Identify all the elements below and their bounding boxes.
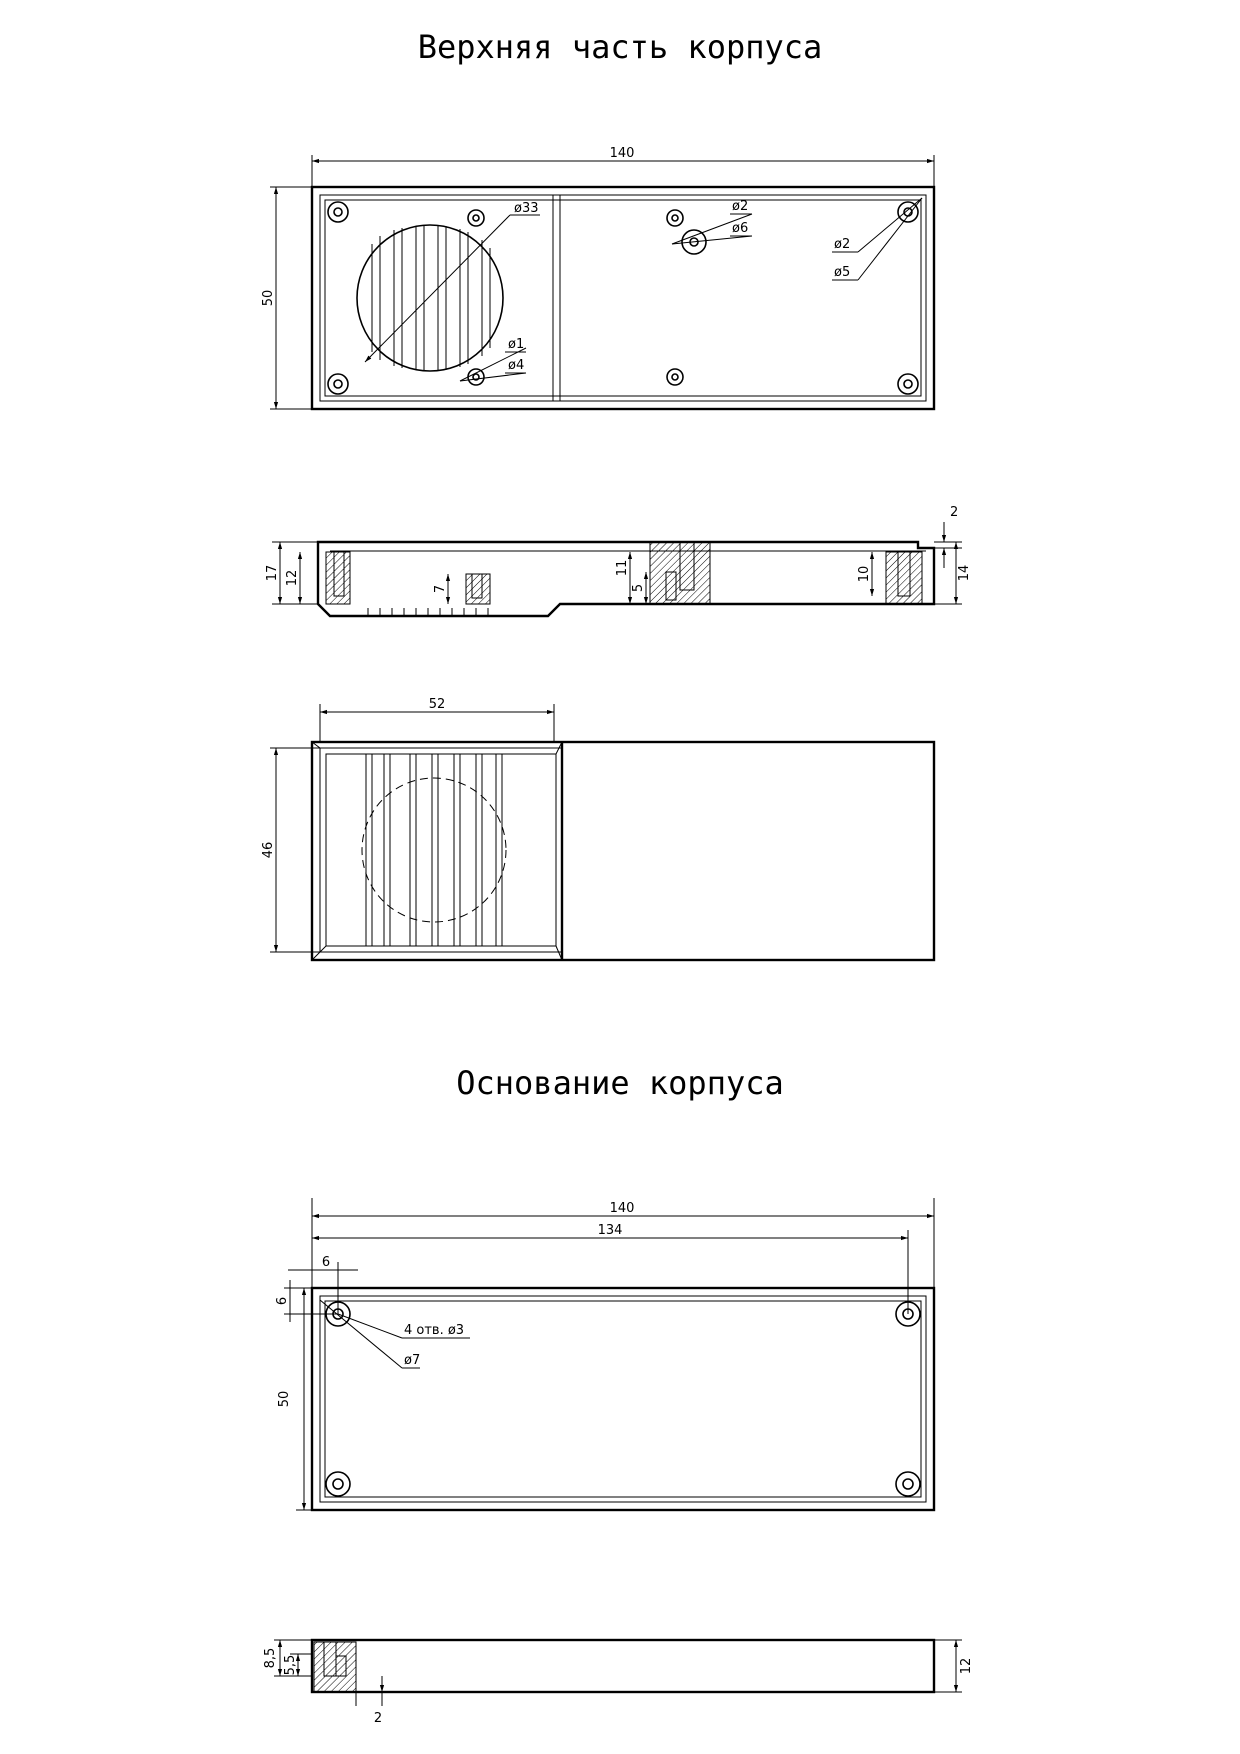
dim-view-46: 46 <box>261 842 276 859</box>
dim-base-134: 134 <box>598 1223 623 1238</box>
dim-side-5: 5 <box>631 584 646 592</box>
dim-side-11: 11 <box>615 560 630 577</box>
inner-outline <box>319 194 927 402</box>
base-side-view: 8,5 5,5 2 12 <box>263 1638 974 1726</box>
dim-side-14: 14 <box>957 565 972 582</box>
dim-bs-2: 2 <box>374 1711 382 1726</box>
side-outline <box>316 540 936 618</box>
fan-grille <box>371 225 491 371</box>
fan-circle <box>356 224 504 372</box>
inner-outline-2 <box>324 199 922 397</box>
dim-hole-d5: ø5 <box>834 265 850 280</box>
dim-hole-d2a: ø2 <box>732 199 748 214</box>
dim-base-140: 140 <box>610 1201 635 1216</box>
dim-top-length: 140 <box>610 146 635 161</box>
dim-base-50: 50 <box>277 1391 292 1408</box>
dim-hole-d4: ø4 <box>508 358 524 373</box>
side-section-view: 17 12 7 11 5 10 2 14 <box>265 505 972 618</box>
outer-outline <box>310 185 936 411</box>
dim-side-7: 7 <box>433 585 448 593</box>
title-top-part: Верхняя часть корпуса <box>418 28 823 66</box>
dim-bs-55: 5,5 <box>283 1655 298 1676</box>
dim-hole-d2b: ø2 <box>834 237 850 252</box>
dim-bs-85: 8,5 <box>263 1648 278 1669</box>
dim-base-holes: 4 отв. ø3 <box>404 1323 464 1338</box>
title-base: Основание корпуса <box>456 1064 784 1102</box>
top-plan-view: 140 50 ø33 ø1 ø4 ø2 ø6 ø2 ø5 <box>261 146 936 411</box>
dim-side-10: 10 <box>857 566 872 583</box>
dim-side-12: 12 <box>285 570 300 587</box>
dim-base-6b: 6 <box>275 1297 290 1305</box>
dim-side-2: 2 <box>950 505 958 520</box>
dim-base-d7: ø7 <box>404 1353 420 1368</box>
bottom-view: 52 46 <box>261 697 936 962</box>
dim-hole-d6: ø6 <box>732 221 748 236</box>
base-plan-view: 140 134 6 6 50 4 отв. ø3 ø7 <box>275 1198 936 1512</box>
dim-hole-d1: ø1 <box>508 337 524 352</box>
dim-view-52: 52 <box>429 697 446 712</box>
dim-bs-12: 12 <box>959 1658 974 1675</box>
dim-base-6a: 6 <box>322 1255 330 1270</box>
dim-fan-dia: ø33 <box>514 201 539 216</box>
dim-top-height: 50 <box>261 290 276 307</box>
dim-side-17: 17 <box>265 565 280 582</box>
